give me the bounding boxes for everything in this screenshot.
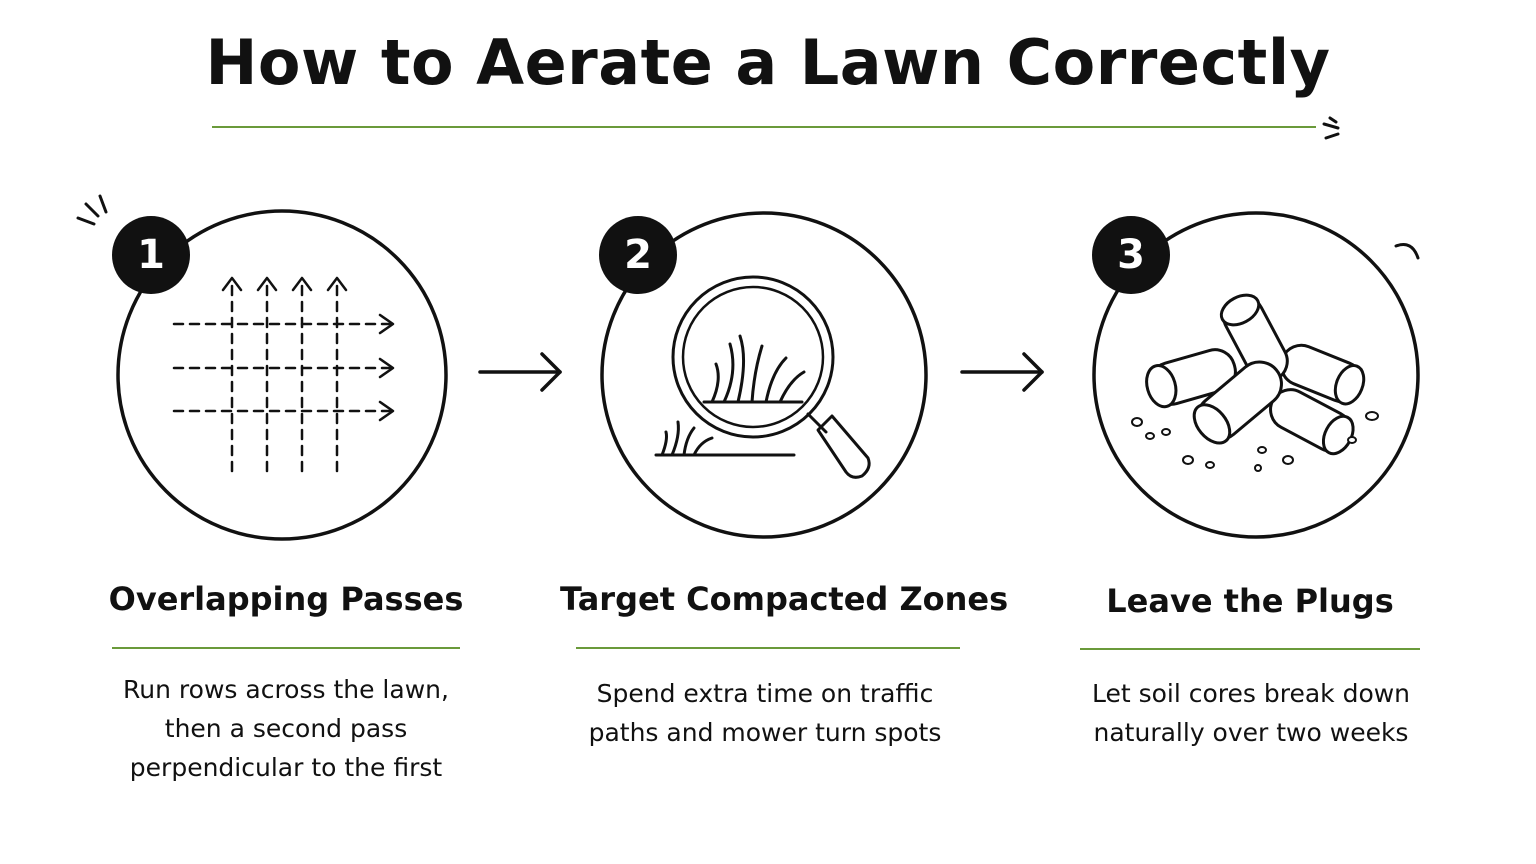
description-line: perpendicular to the first <box>129 753 443 782</box>
step-2-badge <box>599 216 677 294</box>
description-line: paths and mower turn spots <box>588 718 942 747</box>
step-2-number: 2 <box>624 232 652 278</box>
sparkle-icon <box>1394 243 1420 260</box>
description-line: Let soil cores break down <box>1091 679 1411 708</box>
page-title: How to Aerate a Lawn Correctly <box>205 26 1331 99</box>
step-1-underline <box>112 647 460 649</box>
sparkle-icon <box>1322 116 1340 140</box>
sparkle-icon <box>76 194 108 226</box>
title-underline <box>212 126 1316 128</box>
step-2-description: Spend extra time on traffic paths and mo… <box>560 674 970 752</box>
step-2-title: Target Compacted Zones <box>560 580 1009 618</box>
step-3-underline <box>1080 648 1420 650</box>
step-2-underline <box>576 647 960 649</box>
step-3-circle <box>1092 211 1420 539</box>
description-line: naturally over two weeks <box>1093 718 1409 747</box>
soil-cores-icon <box>1145 293 1366 456</box>
arrow-right-icon <box>478 352 562 392</box>
description-line: Spend extra time on traffic <box>596 679 934 708</box>
step-3-number: 3 <box>1117 232 1145 278</box>
description-line: Run rows across the lawn, <box>123 675 449 704</box>
step-3-description: Let soil cores break down naturally over… <box>1066 674 1436 752</box>
crosshatch-arrows-icon <box>172 276 395 474</box>
step-1-badge <box>112 216 190 294</box>
step-3-title: Leave the Plugs <box>1106 582 1394 620</box>
step-1-title: Overlapping Passes <box>108 580 464 618</box>
description-line: then a second pass <box>164 714 408 743</box>
soil-crumbs <box>1131 411 1379 472</box>
magnifying-glass-grass-icon <box>654 275 871 479</box>
step-2-circle <box>600 211 928 539</box>
arrow-right-icon <box>960 352 1044 392</box>
step-1-number: 1 <box>137 232 165 278</box>
step-1-description: Run rows across the lawn, then a second … <box>96 670 476 787</box>
step-3-badge <box>1092 216 1170 294</box>
step-1-circle <box>116 209 448 541</box>
